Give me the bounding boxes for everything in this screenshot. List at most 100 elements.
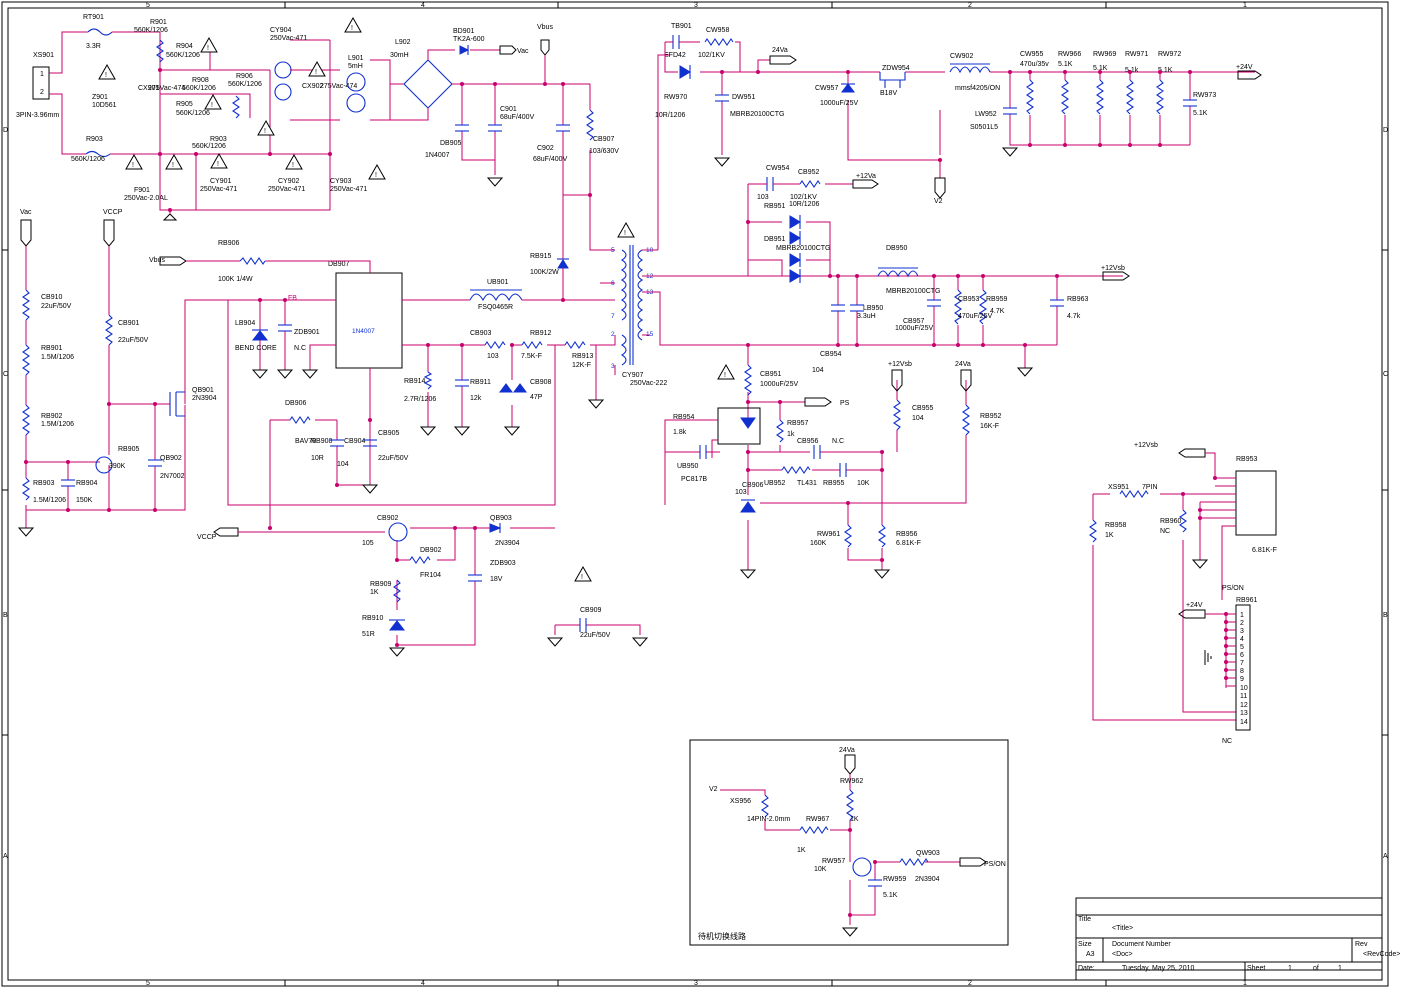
- title-block: Title <Title> Size A3 Document Number <D…: [1075, 897, 1400, 981]
- xs956-value: NC: [1222, 738, 1232, 745]
- col-label: 2: [968, 980, 972, 987]
- rb910-value: 1K: [370, 589, 379, 596]
- size-label: Size: [1078, 941, 1092, 948]
- cw955-ref: LW952: [975, 111, 997, 118]
- net-24va-label: 24Va: [772, 47, 788, 54]
- cw902-ref: ZDW954: [882, 65, 910, 72]
- r903-value: 560K/1206: [192, 143, 226, 150]
- rb959-ref: CB953: [958, 296, 980, 303]
- title-label: Title: [1078, 916, 1091, 923]
- net-12vsb-label-3: +12Vsb: [1134, 442, 1158, 449]
- rw970-ref: CW958: [706, 27, 729, 34]
- rb904-value: 1.5M/1206: [33, 497, 66, 504]
- svg-text:!: !: [132, 162, 134, 169]
- rb955-value: TL431: [797, 480, 817, 487]
- rev-value: <RevCode>: [1363, 951, 1400, 958]
- docnum-label: Document Number: [1112, 941, 1171, 948]
- cw953-value: 5.1K: [883, 892, 898, 899]
- rb909-value: FR104: [420, 572, 441, 579]
- cy901-ref: F901: [134, 187, 150, 194]
- cb903-value: N.C: [294, 345, 306, 352]
- svg-text:3: 3: [611, 363, 615, 370]
- rb958-value: 7PIN: [1142, 484, 1158, 491]
- rb901-ref: CB910: [41, 294, 63, 301]
- cb956-value: N.C: [832, 438, 844, 445]
- rb957-value: 1k: [787, 431, 795, 438]
- rb959-value: 470uF/25V: [958, 313, 993, 320]
- qb903-ref: CB902: [377, 515, 399, 522]
- c901-ref: DB905: [440, 140, 462, 147]
- frame-inner: [7, 7, 1383, 981]
- net-ps-label: PS: [840, 400, 850, 407]
- lb904-value: FSQ0465R: [478, 304, 513, 311]
- col-label: 3: [694, 980, 698, 987]
- svg-text:!: !: [207, 45, 209, 52]
- sheet-label: Sheet: [1247, 965, 1265, 972]
- rw971-value: 5.1K: [1093, 65, 1108, 72]
- rb956-ref: RW961: [817, 531, 840, 538]
- warning-icon: !: [204, 93, 222, 110]
- lb904-ref: UB901: [487, 279, 509, 286]
- rb961-value: NC: [1160, 528, 1170, 535]
- r908-value: 560K/1206: [182, 85, 216, 92]
- standby-switch-box: 待机切换线路 24Va V2 XS956 14PIN-2.0mm RW967 1…: [689, 739, 1009, 946]
- rb954-value: 1000uF/25V: [760, 381, 798, 388]
- cb902-value: 2N7002: [160, 473, 185, 480]
- warning-icon: !: [344, 16, 362, 33]
- row-label: B: [1383, 612, 1388, 619]
- rb909-ref: DB902: [420, 547, 442, 554]
- lw952-value: mmsf4205/ON: [955, 85, 1000, 92]
- col-label: 4: [421, 980, 425, 987]
- qb901-ref: RB905: [118, 446, 140, 453]
- warning-icon: !: [368, 163, 386, 180]
- row-label: D: [3, 127, 8, 134]
- svg-text:!: !: [217, 161, 219, 168]
- r903-ref-label: R903: [210, 136, 227, 143]
- cw957-value: MBRB20100CTG: [730, 111, 784, 118]
- svg-text:!: !: [624, 230, 626, 237]
- ub901-body: [335, 272, 403, 369]
- net-pson-label-2: PS/ON: [984, 861, 1006, 868]
- rb906-ref: RB906: [218, 240, 240, 247]
- cb956-ref: CB956: [797, 438, 819, 445]
- connector-xs951: RB953 6.81K-F +12Vsb XS951 7PIN RB958 1K…: [1089, 442, 1277, 721]
- xs901-connector: [32, 66, 50, 100]
- zdw954-ref: CW957: [815, 85, 838, 92]
- rb914-ref: RB913: [572, 353, 594, 360]
- xs901-ref: XS901: [33, 52, 54, 59]
- rb952-value: 104: [912, 415, 924, 422]
- cy902-value: 250Vac-471: [200, 186, 237, 193]
- cw955-value: S0501L5: [970, 124, 998, 131]
- rt901-value: 3.3R: [86, 43, 101, 50]
- frame-outer: [1, 1, 1389, 987]
- cw902-value: B18V: [880, 90, 897, 97]
- rb903-ref: RB902: [41, 413, 63, 420]
- row-label: D: [1383, 127, 1388, 134]
- ub950-body: [717, 407, 761, 445]
- db950-value: MBRB20100CTG: [776, 245, 830, 252]
- net-24v-label-2: +24V: [1186, 602, 1203, 609]
- ub950-value: 1.8k: [673, 429, 687, 436]
- rb913-value: 7.5K-F: [521, 353, 542, 360]
- rw962-ref: RW967: [806, 816, 829, 823]
- db907-ref: RB915: [530, 253, 552, 260]
- xs901-pin-1: 1: [40, 71, 44, 78]
- warning-icon: !: [285, 153, 303, 170]
- cb957-value: 3.3uH: [857, 313, 876, 320]
- l902-ref: L901: [348, 55, 364, 62]
- svg-text:!: !: [724, 372, 726, 379]
- cb910-ref: CB905: [378, 430, 400, 437]
- cy907-ref: CB909: [580, 607, 602, 614]
- svg-text:!: !: [292, 162, 294, 169]
- z901-ref: Z901: [92, 94, 108, 101]
- r904-value: 560K/1206: [166, 52, 200, 59]
- c901-value: 1N4007: [425, 152, 450, 159]
- warning-icon: !: [210, 152, 228, 169]
- lb950-value: MBRB20100CTG: [886, 288, 940, 295]
- db907-value: 100K/2W: [530, 269, 559, 276]
- r904-ref: R904: [176, 43, 193, 50]
- xs951-ref: RB953: [1236, 456, 1258, 463]
- rb911-value: 2.7R/1206: [404, 396, 436, 403]
